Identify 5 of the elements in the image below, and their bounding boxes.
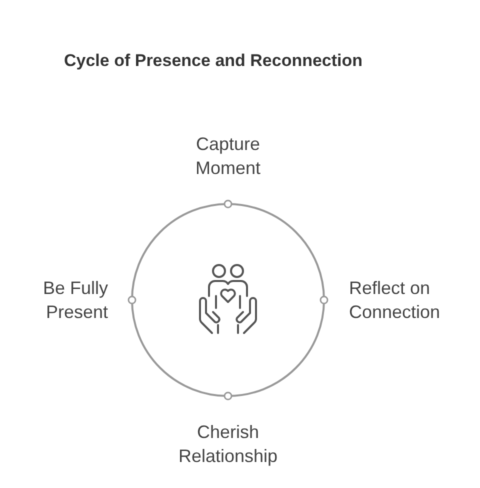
stage-label: Reflect on Connection <box>349 277 442 324</box>
stage-label: Capture Moment <box>194 133 262 180</box>
stage-label: Cherish Relationship <box>177 421 279 468</box>
stage-label: Be Fully Present <box>42 277 108 324</box>
diagram-title: Cycle of Presence and Reconnection <box>64 50 363 72</box>
